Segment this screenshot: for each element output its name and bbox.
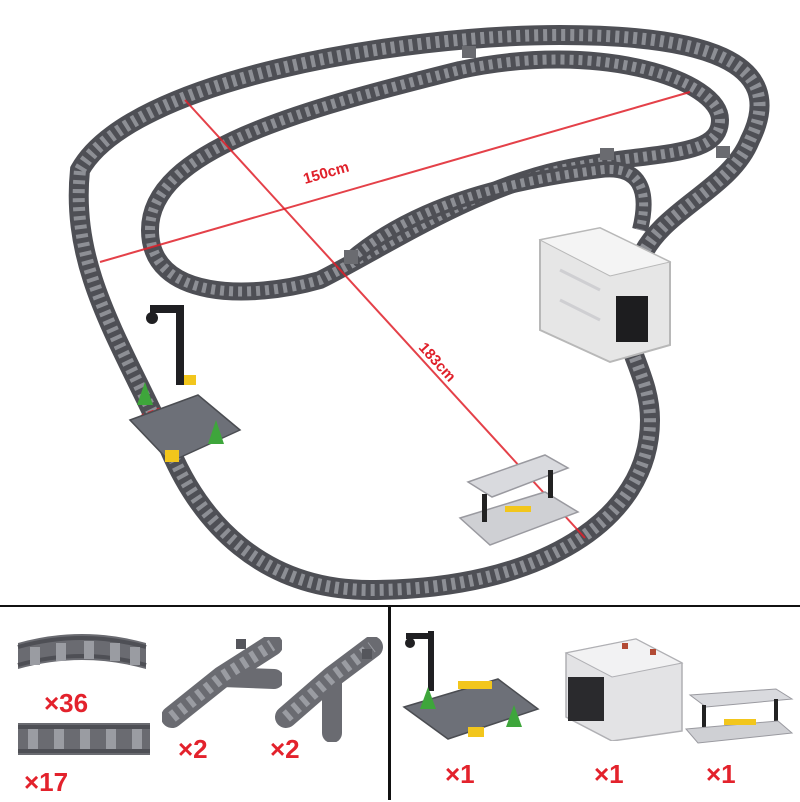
inner-track-loop <box>140 50 730 301</box>
straight-rail-quantity: ×17 <box>24 767 69 797</box>
platform-piece <box>684 688 794 744</box>
crossing-quantity: ×1 <box>445 759 475 789</box>
level-crossing-model <box>128 305 242 463</box>
tunnel-piece <box>564 638 684 741</box>
left-switch-piece <box>162 637 282 728</box>
level-crossing-piece <box>402 631 540 740</box>
platform-quantity: ×1 <box>706 759 736 789</box>
straight-rail-piece <box>18 723 150 755</box>
panel-divider <box>388 605 391 800</box>
parts-panel: ×36 ×17 ×2 ×2 <box>0 605 800 802</box>
curved-rail-quantity: ×36 <box>44 688 89 718</box>
tunnel-model <box>538 226 672 364</box>
left-switch-quantity: ×2 <box>178 734 208 764</box>
right-switch-quantity: ×2 <box>270 734 300 764</box>
curved-rail-piece <box>17 634 147 669</box>
siding-track <box>344 46 730 267</box>
length-dimension-label: 150cm <box>301 159 351 188</box>
track-layout-photo: 150cm 183cm 159cm <box>68 24 770 601</box>
right-switch-piece <box>275 637 383 742</box>
tunnel-quantity: ×1 <box>594 759 624 789</box>
width-dimension-label: 183cm <box>415 339 459 385</box>
platform-model <box>458 454 580 546</box>
